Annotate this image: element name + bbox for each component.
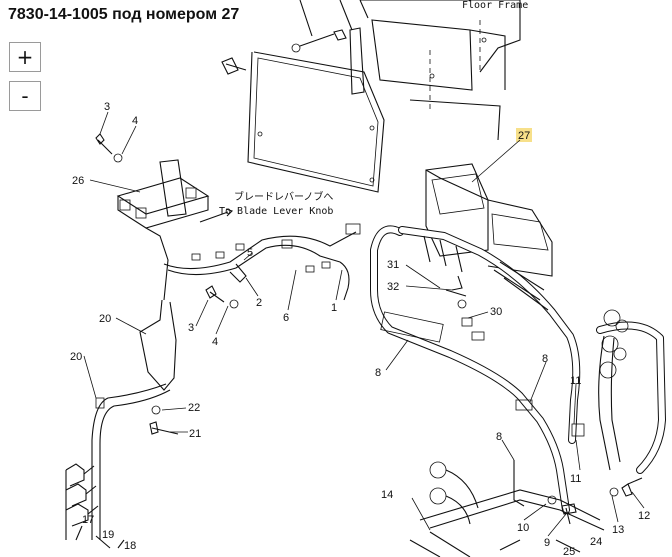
part-callout-26[interactable]: 26	[72, 175, 84, 187]
part-callout-8-low[interactable]: 8	[496, 431, 502, 443]
zoom-out-button[interactable]: -	[9, 81, 41, 111]
part-callout-10[interactable]: 10	[517, 522, 529, 534]
part-27-highlight	[516, 128, 532, 142]
part-callout-30[interactable]: 30	[490, 306, 502, 318]
part-callout-24[interactable]: 24	[590, 536, 602, 548]
connector-cluster-left	[65, 463, 125, 549]
part-callout-25[interactable]: 25	[563, 546, 575, 557]
part-callout-32[interactable]: 32	[387, 281, 399, 293]
part-callout-3[interactable]: 3	[104, 101, 110, 113]
part-callout-20-lower[interactable]: 20	[70, 351, 82, 363]
hose-loop	[370, 225, 585, 514]
part-callout-22[interactable]: 22	[188, 402, 200, 414]
part-callout-19[interactable]: 19	[102, 529, 114, 541]
harness-left	[91, 299, 179, 540]
part-callout-4[interactable]: 4	[132, 115, 138, 127]
harness-center	[163, 223, 361, 309]
part-callout-27[interactable]: 27	[518, 130, 530, 142]
part-callout-14[interactable]: 14	[381, 489, 393, 501]
part-callout-8[interactable]: 8	[375, 367, 381, 379]
part-callout-11[interactable]: 11	[570, 375, 581, 387]
part-callout-31[interactable]: 31	[387, 259, 399, 271]
part-callouts: 3 4 26 5 2 6 1 3 4 20 20 22 21 27 31 32 …	[70, 101, 650, 557]
part-callout-11-low[interactable]: 11	[570, 473, 581, 485]
part-callout-9[interactable]: 9	[544, 537, 550, 549]
part-callout-2[interactable]: 2	[256, 297, 262, 309]
cover-plate	[221, 29, 385, 193]
part-callout-13[interactable]: 13	[612, 524, 624, 536]
part-callout-12[interactable]: 12	[638, 510, 650, 522]
hose-right	[596, 309, 666, 497]
part-callout-18[interactable]: 18	[124, 540, 136, 552]
part-callout-8-mid[interactable]: 8	[542, 353, 548, 365]
leader-lines	[83, 111, 645, 537]
blade-note-jp: ブレードレバーノブへ	[234, 190, 333, 203]
part-callout-3-lower[interactable]: 3	[188, 322, 194, 334]
part-callout-21[interactable]: 21	[189, 428, 201, 440]
floor-frame-note: Floor Frame	[462, 0, 528, 11]
bracket-26	[95, 133, 210, 301]
blade-arrow	[199, 211, 229, 223]
floor-frame	[299, 0, 521, 141]
blade-note-en: To Blade Lever Knob	[219, 206, 333, 217]
part-callout-1[interactable]: 1	[331, 302, 337, 314]
page-title: 7830-14-1005 под номером 27	[8, 6, 240, 23]
controller-unit	[425, 139, 553, 277]
zoom-in-button[interactable]: +	[9, 42, 41, 72]
hose-bottom	[409, 460, 605, 557]
part-callout-17[interactable]: 17	[82, 514, 94, 526]
part-callout-20[interactable]: 20	[99, 313, 111, 325]
part-callout-6[interactable]: 6	[283, 312, 289, 324]
part-callout-4-lower[interactable]: 4	[212, 336, 218, 348]
part-callout-5[interactable]: 5	[247, 247, 253, 259]
